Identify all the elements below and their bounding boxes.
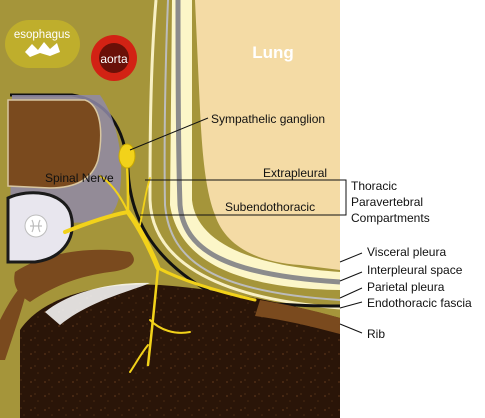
transverse-process <box>14 249 134 302</box>
vertebral-body <box>8 100 101 188</box>
leader-endothoracic <box>339 301 363 309</box>
leader-interpleural <box>339 271 363 282</box>
lung-region <box>185 0 340 270</box>
rib-highlight <box>45 282 150 325</box>
visceral-pleura-line <box>175 0 341 285</box>
leader-rib <box>339 323 363 334</box>
extrapleural-label: Extrapleural <box>263 166 327 180</box>
rib-label: Rib <box>367 327 385 341</box>
esophagus-lumen <box>25 42 60 57</box>
subendothoracic-label: Subendothoracic <box>225 200 315 214</box>
endothoracic-fascia-label: Endothoracic fascia <box>367 296 472 310</box>
esophagus-label: esophagus <box>14 29 71 41</box>
leader-ganglion <box>129 117 209 151</box>
compartments-bracket <box>340 179 347 216</box>
rib-lower <box>20 284 340 418</box>
leader-parietal <box>339 287 363 299</box>
leader-lines <box>129 117 363 334</box>
visceral-pleura-label: Visceral pleura <box>367 245 446 259</box>
extrapleural-line <box>148 0 341 310</box>
lamina <box>0 278 30 360</box>
parietal-pleura-label: Parietal pleura <box>367 280 445 294</box>
pleura-band <box>170 0 340 290</box>
spinal-nerve <box>63 163 257 373</box>
lung-label: Lung <box>252 43 294 62</box>
compartments-label-line3: Compartments <box>351 211 430 225</box>
spinal-cord-icon <box>24 214 48 238</box>
interpleural-space-label: Interpleural space <box>367 263 463 277</box>
leader-visceral <box>339 252 363 263</box>
vertebral-body-outline <box>7 99 102 189</box>
aorta-lumen <box>99 43 129 73</box>
compartments-label-line2: Paravertebral <box>351 195 423 209</box>
spinal-nerve-label: Spinal Nerve <box>45 171 114 185</box>
rib-upper-band <box>255 300 340 334</box>
pleura-inner-line <box>163 0 341 301</box>
aorta-label: aorta <box>100 52 128 66</box>
compartments-label-line1: Thoracic <box>351 179 397 193</box>
sympathetic-ganglion-label: Sympathelic ganglion <box>211 112 325 126</box>
sympathetic-ganglion-icon <box>118 143 136 169</box>
